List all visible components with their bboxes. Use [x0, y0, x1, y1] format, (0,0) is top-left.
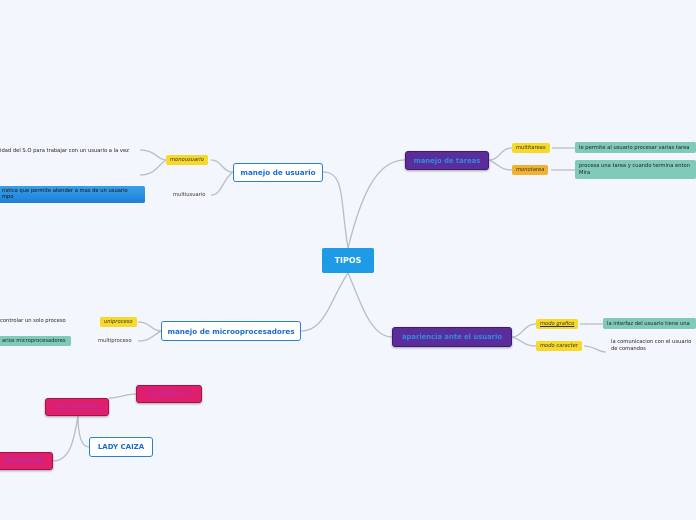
- detail-multitareas: le permite al usuario procesar varias ta…: [575, 142, 696, 153]
- subtopic-monousuario[interactable]: monousuario: [166, 155, 208, 165]
- subtopic-uniproceso[interactable]: uniproceso: [100, 317, 137, 327]
- member-lady-caiza[interactable]: LADY CAIZA: [89, 437, 153, 457]
- subtopic-modo-caracter[interactable]: modo caracter: [536, 341, 582, 351]
- detail-modo-grafico: la interfaz del usuario tiene una: [603, 318, 696, 329]
- detail-monotarea: procesa una tarea y cuando termina enton…: [575, 160, 696, 179]
- detail-multiusuario: ristica que permite atender a mas de un …: [0, 186, 145, 203]
- subtopic-modo-grafico[interactable]: modo grafico: [536, 319, 579, 329]
- subtopic-multiusuario[interactable]: multiusuario: [173, 192, 206, 198]
- topic-apariencia-ante-el-usuario[interactable]: apariencia ante el usuario: [392, 327, 512, 347]
- detail-multiproceso: arios microprocesadores: [0, 336, 71, 346]
- central-topic[interactable]: TIPOS: [322, 248, 374, 273]
- detail-modo-caracter: la comunicacion con el usuario de comand…: [611, 339, 691, 353]
- detail-multiusuario-line2: mpo: [2, 194, 14, 201]
- detail-modo-caracter-line2: de comandos: [611, 346, 646, 353]
- detail-multiusuario-line1: ristica que permite atender a mas de un …: [2, 188, 128, 194]
- detail-modo-caracter-line1: la comunicacion con el usuario: [611, 339, 692, 345]
- topic-manejo-de-microprocesadores[interactable]: manejo de microoprocesadores: [161, 321, 301, 341]
- subtopic-monotarea[interactable]: monotarea: [512, 165, 549, 175]
- subtopic-multiproceso[interactable]: multiproceso: [98, 338, 132, 344]
- member-triumphe[interactable]: TRIUMPHE: [0, 452, 53, 470]
- detail-uniproceso: controlar un solo proceso: [0, 318, 66, 324]
- topic-integrantes[interactable]: integrantes: [45, 398, 109, 416]
- topic-manejo-de-usuario[interactable]: manejo de usuario: [233, 163, 323, 182]
- subtopic-multitareas[interactable]: multitareas: [512, 143, 550, 153]
- member-rosario[interactable]: ROSARIO S: [136, 385, 202, 403]
- detail-monotarea-line2: Mira: [579, 169, 591, 176]
- topic-manejo-de-tareas[interactable]: manejo de tareas: [405, 151, 489, 170]
- detail-monousuario: idad del S.O para trabajar con un usuari…: [0, 148, 129, 154]
- detail-monotarea-line1: procesa una tarea y cuando termina enton: [579, 163, 691, 169]
